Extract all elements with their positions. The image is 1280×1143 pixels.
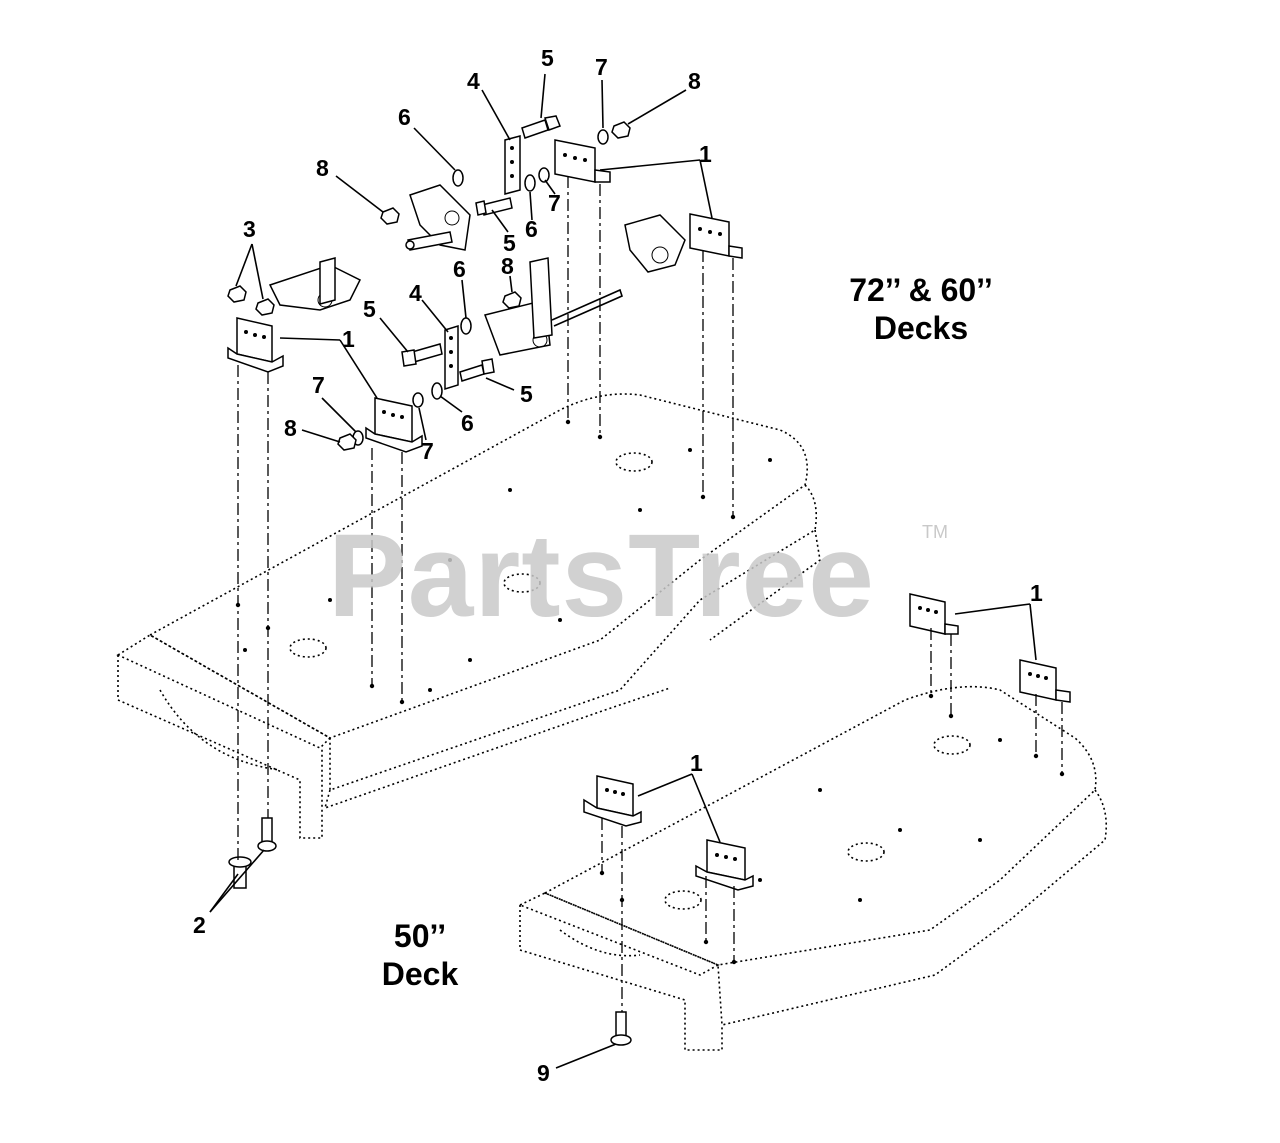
callout-7: 7 xyxy=(548,190,561,216)
callout-5: 5 xyxy=(541,45,554,71)
assembly-center-lines xyxy=(237,176,1063,1012)
callout-5: 5 xyxy=(363,296,376,322)
callout-5: 5 xyxy=(503,230,516,256)
callout-8: 8 xyxy=(316,155,329,181)
small-deck-title: 50’’ Deck xyxy=(350,918,490,994)
large-decks-title-line1: 72’’ & 60’’ xyxy=(849,272,993,308)
callout-8: 8 xyxy=(688,68,701,94)
callout-8: 8 xyxy=(284,415,297,441)
callout-8: 8 xyxy=(501,253,514,279)
callout-2: 2 xyxy=(193,912,206,938)
callout-7: 7 xyxy=(421,438,434,464)
large-decks-title-line2: Decks xyxy=(873,309,969,346)
callout-1: 1 xyxy=(342,326,355,352)
callout-5: 5 xyxy=(520,381,533,407)
watermark-text: PartsTree xyxy=(328,510,875,642)
fasteners xyxy=(227,115,632,1046)
callout-7: 7 xyxy=(595,54,608,80)
small-deck xyxy=(517,685,1108,1051)
large-decks-title: 72’’ & 60’’ Decks xyxy=(826,272,1016,348)
callout-7: 7 xyxy=(312,372,325,398)
leader-lines xyxy=(209,73,1037,1069)
callout-1: 1 xyxy=(690,750,703,776)
small-deck-title-line2: Deck xyxy=(381,955,459,992)
lift-arm-assembly xyxy=(268,135,686,391)
callout-9: 9 xyxy=(537,1060,550,1086)
trademark-symbol: TM xyxy=(922,522,948,542)
callout-4: 4 xyxy=(409,280,422,306)
callout-1: 1 xyxy=(699,141,712,167)
mount-bracket-icon xyxy=(227,139,1071,891)
callout-6: 6 xyxy=(461,410,474,436)
callout-4: 4 xyxy=(467,68,480,94)
callout-6: 6 xyxy=(398,104,411,130)
small-deck-title-line1: 50’’ xyxy=(393,918,447,954)
callout-1: 1 xyxy=(1030,580,1043,606)
callout-3: 3 xyxy=(243,216,256,242)
small-deck-holes xyxy=(599,693,1065,965)
callout-6: 6 xyxy=(525,216,538,242)
callout-6: 6 xyxy=(453,256,466,282)
